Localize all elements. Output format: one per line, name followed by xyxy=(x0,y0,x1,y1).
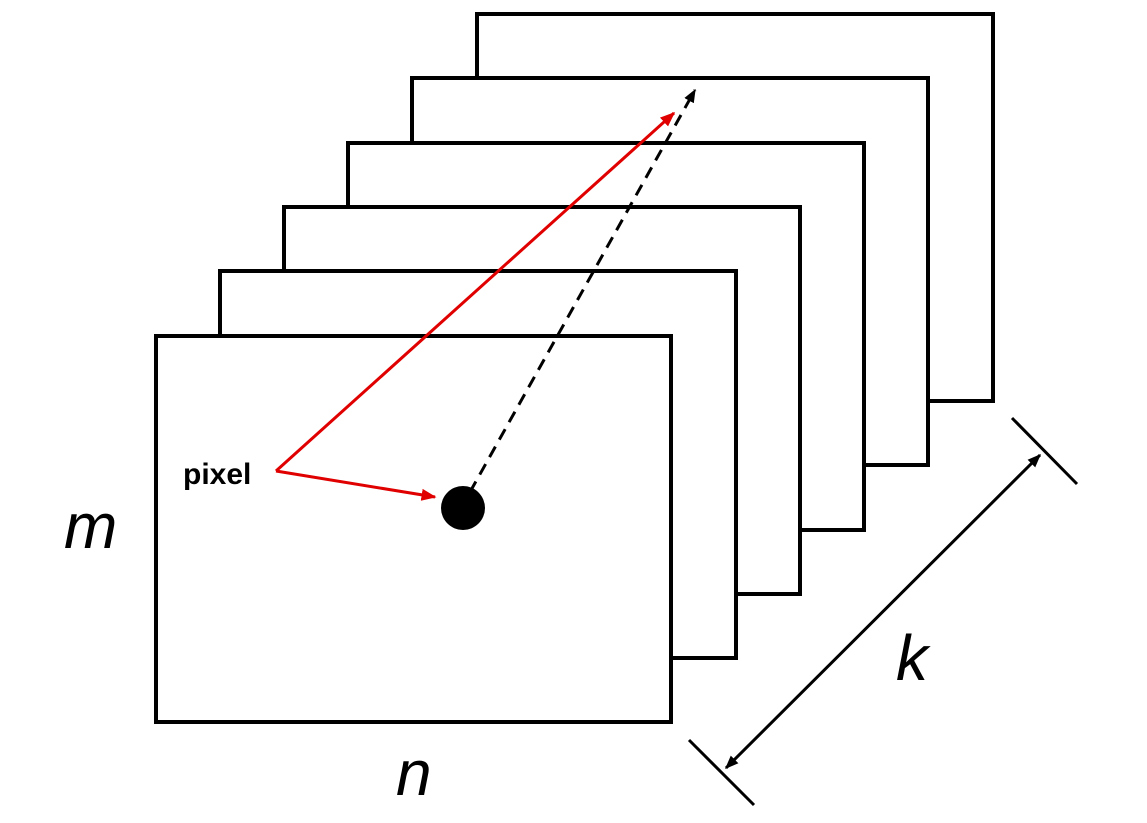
depth-arrow xyxy=(724,453,1042,770)
depth-label-k: k xyxy=(896,622,931,694)
pixel-arrow-to-back xyxy=(274,111,676,473)
cols-label-n: n xyxy=(396,737,432,809)
pixel-arrow-to-dot xyxy=(275,469,437,501)
pixel-label: pixel xyxy=(183,458,251,491)
frame-stack xyxy=(154,12,995,724)
depth-tick-top xyxy=(1010,416,1079,486)
pixel-dot xyxy=(441,486,485,530)
depth-dimension xyxy=(687,416,1079,807)
rows-label-m: m xyxy=(64,490,117,562)
depth-tick-bottom xyxy=(687,738,756,807)
frame-1-front xyxy=(154,334,673,724)
depth-dashed-arrow xyxy=(468,88,697,493)
